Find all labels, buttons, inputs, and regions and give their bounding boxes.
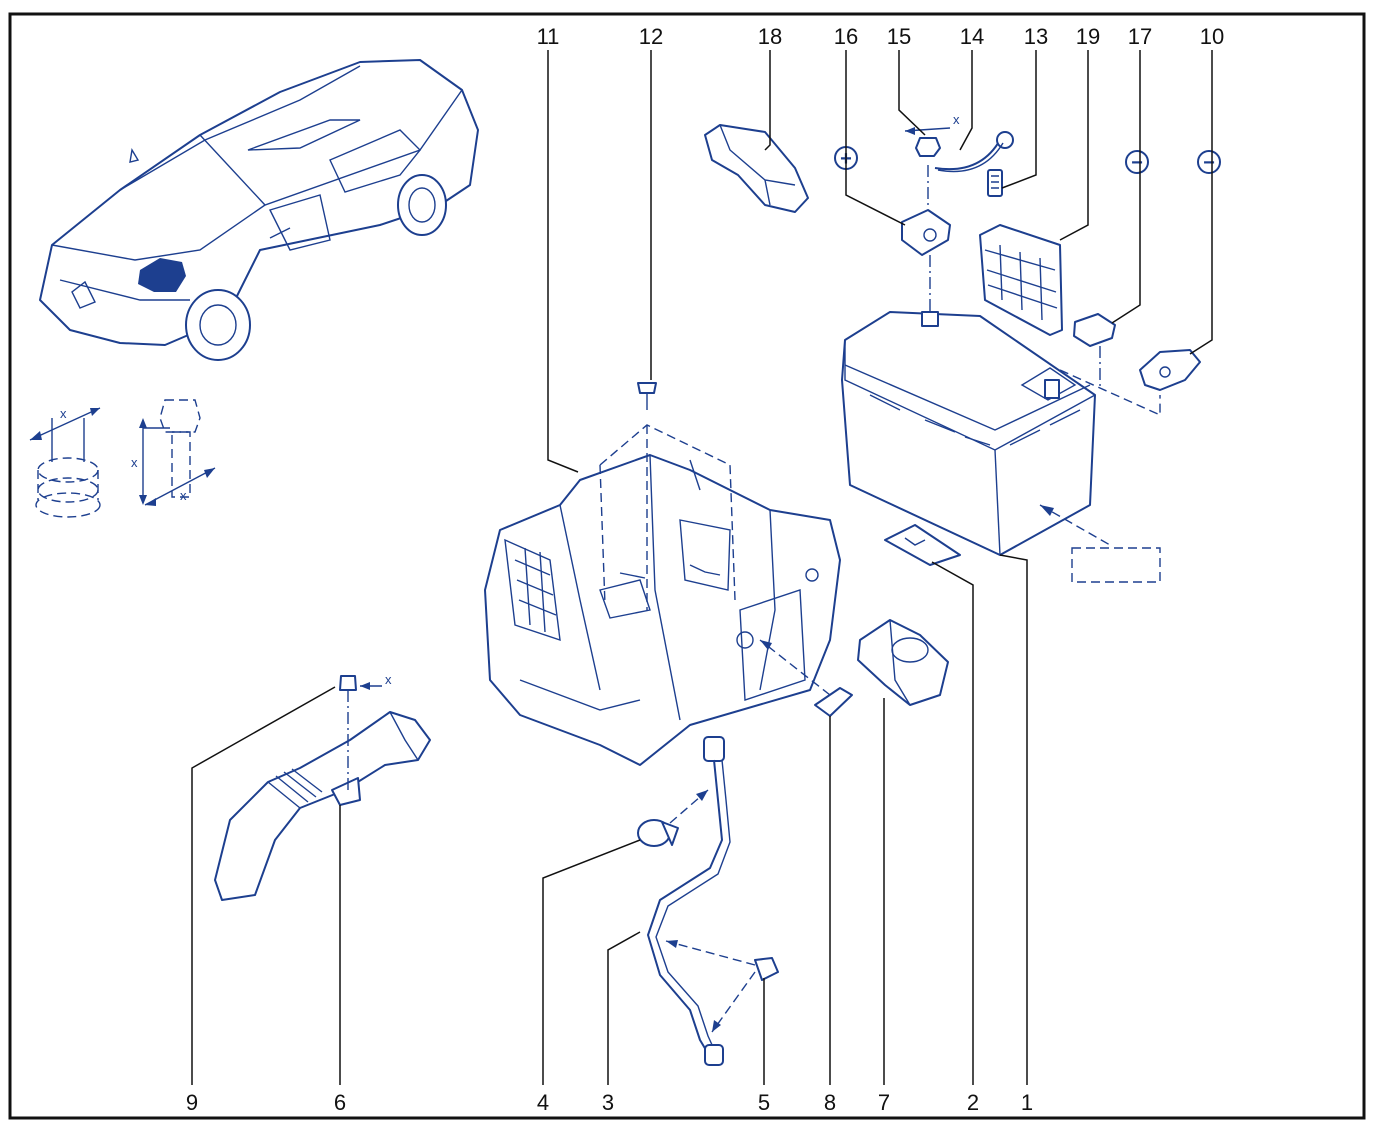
negative-symbol-17: − <box>1125 150 1149 174</box>
nut-torque-symbol: x <box>29 406 101 518</box>
nut-dimension-mark: x <box>904 112 960 135</box>
callout-11: 11 <box>537 24 560 49</box>
negative-symbol-10-text: − <box>1203 152 1215 174</box>
air-intake <box>857 619 949 706</box>
nut-x-mark: x <box>60 406 67 421</box>
negative-symbol-10: − <box>1197 150 1221 174</box>
hose-clip-5 <box>665 940 779 1033</box>
terminal-nut <box>915 137 941 157</box>
callout-4: 4 <box>537 1090 549 1115</box>
callout-14: 14 <box>960 24 984 49</box>
tray-clip <box>759 639 853 717</box>
negative-terminal-17 <box>1073 313 1116 386</box>
earth-cable <box>934 131 1014 173</box>
callout-1: 1 <box>1021 1090 1033 1115</box>
battery <box>841 311 1161 583</box>
callout-7: 7 <box>878 1090 890 1115</box>
callout-5: 5 <box>758 1090 770 1115</box>
callout-17: 17 <box>1128 24 1152 49</box>
positive-terminal <box>901 165 951 315</box>
callout-12: 12 <box>639 24 663 49</box>
callout-13: 13 <box>1024 24 1048 49</box>
callout-10: 10 <box>1200 24 1224 49</box>
screw-x-label: x <box>385 672 392 687</box>
hose-clip-4 <box>637 789 709 847</box>
air-duct <box>214 711 431 901</box>
callout-6: 6 <box>334 1090 346 1115</box>
callout-15: 15 <box>887 24 911 49</box>
callout-16: 16 <box>834 24 858 49</box>
callout-3: 3 <box>602 1090 614 1115</box>
bolt-torque-symbol: x x <box>131 399 216 506</box>
callout-19: 19 <box>1076 24 1100 49</box>
negative-symbol-17-text: − <box>1131 152 1143 174</box>
nut-x-label: x <box>953 112 960 127</box>
vent-hose <box>647 736 731 1066</box>
fuse-box <box>979 224 1063 336</box>
battery-cover <box>704 124 809 213</box>
callout-labels: 11 12 18 16 15 14 13 19 17 10 9 6 4 3 5 … <box>186 24 1224 1115</box>
negative-terminal-10 <box>1059 349 1201 417</box>
battery-clamp <box>884 524 961 566</box>
car-illustration <box>39 59 479 361</box>
callout-18: 18 <box>758 24 782 49</box>
callout-8: 8 <box>824 1090 836 1115</box>
cable-clip <box>987 169 1003 197</box>
bolt-x-mark-vertical: x <box>131 455 138 470</box>
callout-9: 9 <box>186 1090 198 1115</box>
callout-2: 2 <box>967 1090 979 1115</box>
leader-lines <box>191 50 1213 1085</box>
bolt-x-mark-horizontal: x <box>180 488 187 503</box>
tray-fixing-bolt <box>599 382 736 610</box>
duct-screw: x <box>339 672 392 790</box>
battery-tray <box>484 454 841 766</box>
